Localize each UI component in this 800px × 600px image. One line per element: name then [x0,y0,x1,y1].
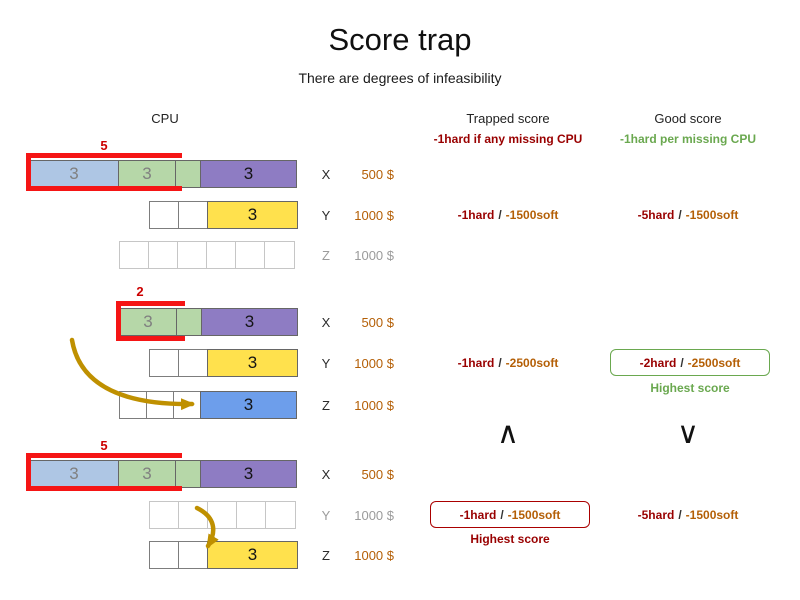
row-label-x: X [321,467,331,482]
empty-cell [207,501,237,529]
score-trap-bracket [26,153,182,191]
task-cell-green: 3 [118,460,176,488]
cpu-cost: 1000 $ [354,398,394,413]
empty-cell [149,201,179,229]
score-slash: / [678,508,682,522]
cpu-cost: 1000 $ [354,548,394,563]
empty-cell [178,501,208,529]
hard-score: -5hard [637,508,675,522]
empty-cell [149,541,179,569]
row-label-y: Y [321,356,331,371]
task-cell-blue: 3 [200,391,297,419]
empty-cell [264,241,295,269]
empty-cell [119,241,149,269]
soft-score: -2500soft [687,355,741,370]
task-cell-purple: 3 [200,160,297,188]
score-trap-bracket [116,301,185,341]
task-cell-blue: 3 [29,160,119,188]
good-score-highlight-box: -2hard/-2500soft [610,349,770,376]
score-slash: / [678,208,682,222]
empty-cell [236,501,266,529]
empty-cell [173,391,201,419]
row-label-x: X [321,167,331,182]
cpu-cost: 1000 $ [354,508,394,523]
trapped-score-highlight-box: -1hard/-1500soft [430,501,590,528]
row-label-y: Y [321,208,331,223]
empty-cell [119,391,147,419]
score-slash: / [680,355,684,370]
row-label-z: Z [322,398,330,413]
task-cell-yellow: 3 [207,349,298,377]
score-slash: / [500,507,504,522]
empty-cell [177,241,207,269]
column-header-good-score: Good score [654,111,722,126]
row-label-z: Z [322,548,330,563]
hard-score: -1hard [457,356,495,370]
task-cell-purple: 3 [201,308,298,336]
trap-size-label: 2 [136,284,144,299]
empty-cell [206,241,236,269]
empty-cell [149,501,179,529]
hard-score: -2hard [639,355,677,370]
soft-score: -1500soft [685,508,739,522]
score-slash: / [498,356,502,370]
cpu-bar-y: 3 [149,201,298,229]
empty-cell [178,201,208,229]
trap-size-label: 5 [100,438,108,453]
task-cell-blue: 3 [29,460,119,488]
soft-score: -1500soft [505,208,559,222]
highest-score-label: Highest score [650,381,730,395]
empty-cell [146,391,174,419]
row-label-z: Z [322,248,330,263]
empty-cell [178,541,208,569]
cpu-bar-z: 3 [119,391,297,419]
column-header-cpu: CPU [151,111,179,126]
trap-size-label: 5 [100,138,108,153]
row-label-y: Y [321,508,331,523]
column-header-trapped-score: Trapped score [466,111,550,126]
soft-score: -1500soft [685,208,739,222]
row-label-x: X [321,315,331,330]
cpu-cost: 1000 $ [354,248,394,263]
good-better-caret: ∨ [677,417,699,450]
good-score-note: -1hard per missing CPU [619,132,757,146]
task-cell-purple: 3 [200,460,297,488]
cpu-bar-z: 3 [149,541,298,569]
trapped-worse-caret: ∧ [497,417,519,450]
empty-cell [235,241,265,269]
cpu-bar-y: 3 [149,349,298,377]
score-trap-bracket [26,453,182,491]
task-cell-yellow: 3 [207,201,298,229]
soft-score: -1500soft [507,507,561,522]
cpu-bar-z-empty [119,241,295,269]
highest-score-label: Highest score [470,532,550,546]
cpu-bar-x: 3 3 [119,308,298,336]
empty-cell [178,349,208,377]
cpu-cost: 1000 $ [354,356,394,371]
good-score-value: -5hard/-1500soft [598,208,778,222]
cpu-cost: 500 $ [361,167,394,182]
cpu-bar-x: 3 3 3 [29,160,297,188]
score-slash: / [498,208,502,222]
trapped-score-value: -1hard/-1500soft [418,208,598,222]
cpu-cost: 500 $ [361,315,394,330]
cpu-cost: 1000 $ [354,208,394,223]
trapped-score-value: -1hard/-2500soft [418,356,598,370]
hard-score: -5hard [637,208,675,222]
soft-score: -2500soft [505,356,559,370]
cpu-bar-y-empty [149,501,296,529]
cpu-cost: 500 $ [361,467,394,482]
cpu-bar-x: 3 3 3 [29,460,297,488]
task-cell-yellow: 3 [207,541,298,569]
empty-cell [265,501,296,529]
trapped-score-note: -1hard if any missing CPU [433,132,583,146]
hard-score: -1hard [459,507,497,522]
page-subtitle: There are degrees of infeasibility [298,70,502,86]
empty-cell [148,241,178,269]
hard-score: -1hard [457,208,495,222]
page-title: Score trap [328,22,472,57]
empty-cell [149,349,179,377]
good-score-value: -5hard/-1500soft [598,508,778,522]
